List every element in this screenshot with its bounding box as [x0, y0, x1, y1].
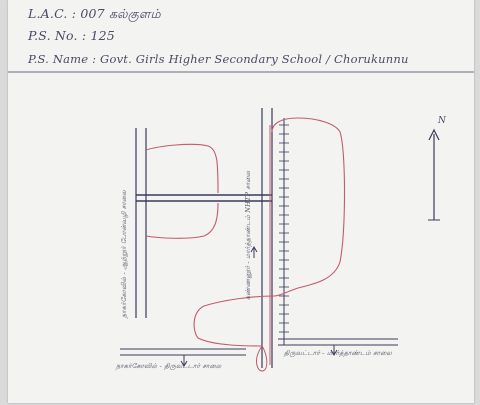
boundary-lower-sliver: [255, 345, 268, 372]
north-arrow-icon: [428, 128, 440, 141]
direction-arrows: [180, 246, 338, 367]
north-label: N: [438, 116, 447, 126]
ps-number-line: P.S. No. : 125: [28, 28, 115, 43]
paper-sheet: L.A.C. : 007 கல்குளம் P.S. No. : 125 P.S…: [8, 0, 474, 403]
lac-line: L.A.C. : 007 கல்குளம்: [28, 6, 161, 21]
boundary-left-upper: [145, 143, 219, 194]
boundary-main: [193, 117, 346, 347]
location-sketch-map: [8, 71, 474, 372]
boundary-left-lower: [145, 202, 219, 239]
bottom-left-road-label: நாகர்கோவில் - திருவட்டார் சாலை: [116, 362, 222, 370]
ruler-ticks: [279, 124, 289, 333]
bottom-right-road-label: திருவட்டார் - மார்த்தாண்டம் சாலை: [284, 349, 393, 357]
left-road-label: நாகர்கோவில் - ஆற்றூர் போன்வழி சாலை: [120, 190, 128, 318]
center-road-label: கண்ணனூர் - மார்த்தாண்டம் NHTP சாலை: [244, 170, 252, 300]
ps-name-line: P.S. Name : Govt. Girls Higher Secondary…: [28, 52, 409, 66]
